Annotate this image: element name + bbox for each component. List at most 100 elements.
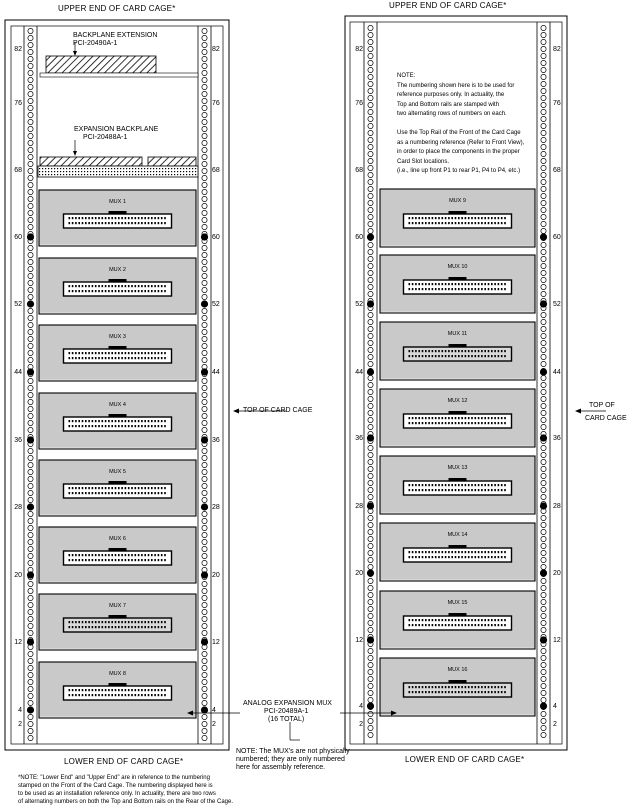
rail-hole xyxy=(540,165,547,171)
rail-hole xyxy=(540,599,547,605)
rail-hole xyxy=(27,413,34,419)
rail-hole xyxy=(27,196,34,202)
rail-hole xyxy=(367,172,374,178)
rail-hole xyxy=(201,392,208,398)
rail-hole xyxy=(367,130,374,136)
rail-hole xyxy=(540,389,547,395)
rail-hole xyxy=(540,88,547,94)
rail-hole xyxy=(540,277,547,283)
rail-hole xyxy=(540,263,547,269)
rail-marker-dot xyxy=(366,502,375,510)
rail-hole xyxy=(540,452,547,458)
rail-hole xyxy=(201,168,208,174)
rail-marker-dot xyxy=(26,436,35,444)
analog-mux-label-2: PCI-20489A-1 xyxy=(264,708,309,715)
rail-marker-dot xyxy=(539,434,548,442)
rail-hole xyxy=(540,102,547,108)
rail-hole xyxy=(367,620,374,626)
rail-hole xyxy=(201,161,208,167)
right-cage-numbering-note: NOTE:The numbering shown here is to be u… xyxy=(397,72,524,177)
mux-note-line-2: numbered; they are only numbered xyxy=(236,756,345,763)
rail-number-label: 36 xyxy=(355,435,363,442)
rail-hole xyxy=(367,725,374,731)
rail-hole xyxy=(367,256,374,262)
rail-hole xyxy=(201,35,208,41)
mux-label: MUX 11 xyxy=(448,331,467,337)
mux-note-line-1: NOTE: The MUX's are not physically xyxy=(236,748,350,755)
rail-hole xyxy=(367,382,374,388)
rail-hole xyxy=(201,588,208,594)
rail-hole xyxy=(367,494,374,500)
rail-hole xyxy=(27,273,34,279)
rail-hole xyxy=(27,483,34,489)
rail-hole xyxy=(540,249,547,255)
rail-hole xyxy=(367,277,374,283)
rail-hole xyxy=(201,714,208,720)
rail-hole xyxy=(367,319,374,325)
rail-hole xyxy=(367,529,374,535)
rail-hole xyxy=(201,70,208,76)
rail-hole xyxy=(540,172,547,178)
rail-hole xyxy=(201,378,208,384)
rail-hole xyxy=(201,196,208,202)
rail-hole xyxy=(27,735,34,741)
rail-hole xyxy=(27,525,34,531)
rail-hole xyxy=(540,116,547,122)
rail-hole xyxy=(27,322,34,328)
rail-hole xyxy=(367,536,374,542)
rail-hole xyxy=(27,287,34,293)
rail-hole xyxy=(27,63,34,69)
rail-marker-dot xyxy=(539,636,548,644)
rail-hole xyxy=(367,697,374,703)
rail-number-label: 2 xyxy=(553,721,557,728)
rail-hole xyxy=(201,630,208,636)
rail-hole xyxy=(540,732,547,738)
callout-arrows xyxy=(187,408,606,741)
rail-number-label: 82 xyxy=(553,46,561,53)
rail-hole xyxy=(540,270,547,276)
rail-marker-dot xyxy=(26,503,35,511)
rail-hole xyxy=(540,585,547,591)
rail-hole xyxy=(367,158,374,164)
rail-hole xyxy=(367,25,374,31)
rail-hole xyxy=(201,686,208,692)
rail-hole xyxy=(201,413,208,419)
rail-hole xyxy=(540,158,547,164)
rail-marker-dot xyxy=(200,300,209,308)
rail-hole xyxy=(201,63,208,69)
rail-hole xyxy=(367,592,374,598)
rail-hole xyxy=(27,378,34,384)
rail-hole xyxy=(27,427,34,433)
rail-hole xyxy=(27,497,34,503)
rail-hole xyxy=(540,487,547,493)
rail-hole xyxy=(367,578,374,584)
backplane-extension-part: PCI-20490A-1 xyxy=(73,40,118,47)
rail-hole xyxy=(201,217,208,223)
rail-hole xyxy=(201,623,208,629)
rail-hole xyxy=(540,459,547,465)
rail-hole xyxy=(540,319,547,325)
rail-marker-dot xyxy=(26,233,35,241)
rail-hole xyxy=(27,315,34,321)
note-line: (i.e., line up front P1 to rear P1, P4 t… xyxy=(397,168,521,174)
mux-board: MUX 16 xyxy=(379,657,536,717)
rail-hole xyxy=(367,466,374,472)
rail-hole xyxy=(27,91,34,97)
note-line: in order to place the components in the … xyxy=(397,149,520,155)
rail-hole xyxy=(367,403,374,409)
rail-hole xyxy=(201,49,208,55)
rail-hole xyxy=(27,182,34,188)
rail-hole xyxy=(367,445,374,451)
mux-label: MUX 5 xyxy=(109,469,126,475)
rail-hole xyxy=(540,648,547,654)
backplane-extension xyxy=(39,42,199,78)
rail-hole xyxy=(27,105,34,111)
rail-hole xyxy=(201,28,208,34)
mux-label: MUX 10 xyxy=(448,264,468,270)
rail-hole xyxy=(367,354,374,360)
note-line: as a numbering reference (Refer to Front… xyxy=(397,139,525,146)
rail-hole xyxy=(367,410,374,416)
rail-hole xyxy=(201,693,208,699)
rail-hole xyxy=(201,448,208,454)
rail-number-label: 4 xyxy=(212,707,216,714)
